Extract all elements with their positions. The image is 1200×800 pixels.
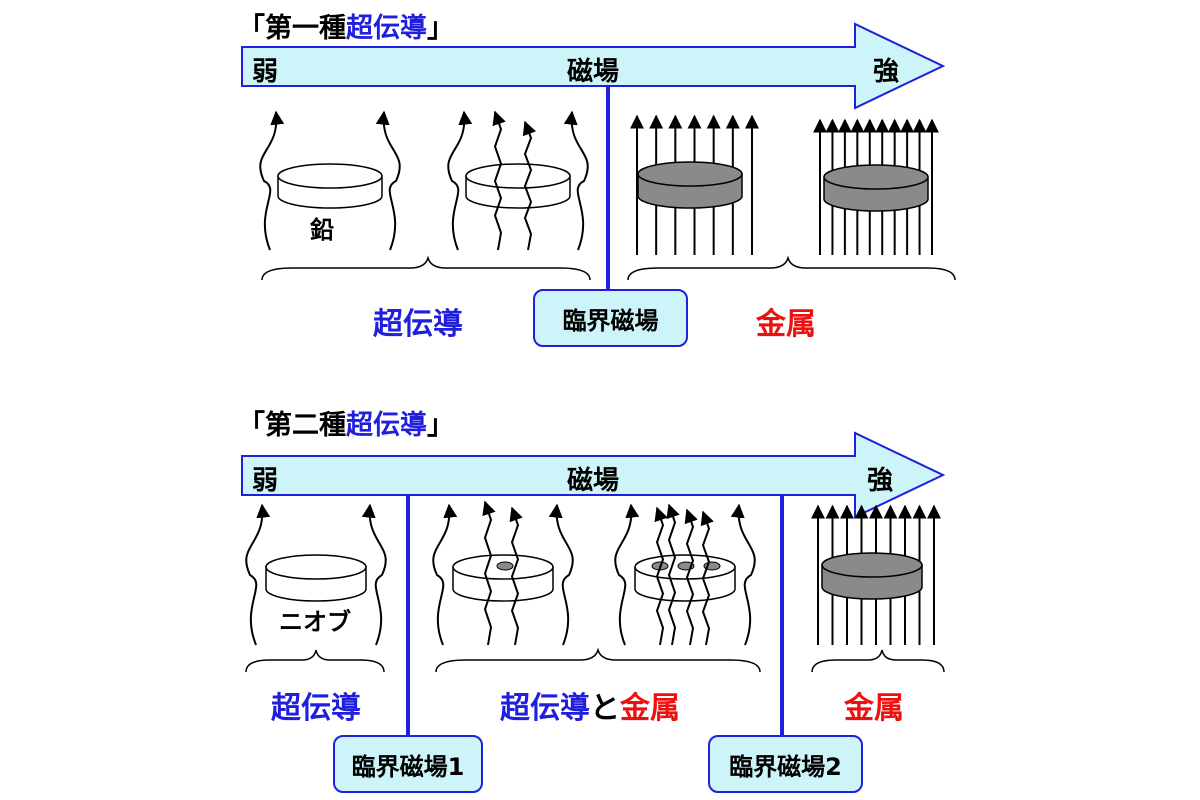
type1-title-highlight: 超伝導: [346, 13, 427, 44]
vortex-field-line: [492, 110, 506, 251]
type2-state-superconductor: 超伝導: [271, 691, 361, 726]
type1-sample-penetrating: [447, 110, 589, 251]
type1-critical-field-box: 臨界磁場: [533, 289, 688, 347]
type2-sample-meissner: [245, 503, 387, 646]
vortex-field-line: [700, 510, 714, 646]
type1-axis-field: 磁場: [567, 57, 620, 87]
type1-brace-superconductor: [261, 255, 591, 281]
field-line-right: [563, 110, 589, 251]
type1-axis-strong: 強: [873, 57, 900, 87]
type2-brace-metal: [811, 649, 945, 673]
vortex-field-line: [522, 120, 536, 251]
vortex-field-line: [684, 508, 698, 646]
field-line-left: [245, 503, 271, 646]
vortex-field-line: [654, 506, 668, 646]
type1-axis-weak: 弱: [252, 57, 279, 87]
type1-sample-label: 鉛: [310, 216, 334, 244]
field-line-left: [259, 110, 285, 251]
type2-title-open: 「第二種: [238, 410, 346, 441]
type1-title-close: 」: [427, 13, 454, 44]
disk-top: [265, 554, 367, 580]
type2-title: 「第二種超伝導」: [238, 403, 454, 442]
vortex-field-line: [666, 503, 680, 646]
type2-sample-mixed-one-vortex: [432, 500, 574, 646]
type2-mixed-and: と: [590, 691, 620, 726]
field-line-right: [730, 503, 756, 646]
type1-title: 「第一種超伝導」: [238, 6, 454, 45]
field-line-left: [432, 503, 458, 646]
field-line-left: [447, 110, 473, 251]
disk-top: [823, 164, 929, 190]
type2-mixed-metal: 金属: [620, 691, 680, 726]
type2-critical-field-1-box: 臨界磁場1: [333, 735, 483, 793]
type2-axis-weak: 弱: [252, 466, 279, 496]
type2-state-metal: 金属: [844, 691, 904, 726]
type1-field-arrow: [241, 22, 946, 110]
type1-sample-normal-b: [813, 118, 939, 255]
type1-title-open: 「第一種: [238, 13, 346, 44]
type2-title-highlight: 超伝導: [346, 410, 427, 441]
type2-sample-mixed-many-vortices: [614, 503, 756, 646]
type2-axis-strong: 強: [867, 466, 894, 496]
type2-sample-label: ニオブ: [279, 608, 351, 636]
disk-top: [637, 161, 743, 187]
type2-brace-superconductor: [245, 649, 385, 673]
type2-sample-normal: [811, 504, 941, 645]
type2-title-close: 」: [427, 410, 454, 441]
type2-mixed-superconductor: 超伝導: [500, 691, 590, 726]
vortex-core: [496, 561, 514, 571]
type1-state-metal: 金属: [756, 307, 816, 342]
type1-sample-meissner: [259, 110, 401, 251]
disk-top: [465, 163, 571, 189]
field-line-right: [361, 503, 387, 646]
type2-state-mixed: 超伝導と金属: [500, 683, 680, 727]
type1-state-superconductor: 超伝導: [373, 307, 463, 342]
type2-field-arrow: [241, 431, 946, 519]
disk-top: [821, 552, 923, 578]
type2-critical-field-2-box: 臨界磁場2: [708, 735, 863, 793]
disk-top: [277, 163, 383, 189]
field-line-right: [375, 110, 401, 251]
type1-brace-metal: [627, 255, 956, 281]
type1-sample-normal-a: [630, 114, 759, 255]
vortex-field-line: [509, 506, 523, 646]
vortex-field-line: [482, 500, 496, 646]
type2-brace-mixed: [435, 647, 761, 673]
field-line-right: [548, 503, 574, 646]
field-line-left: [614, 503, 640, 646]
type2-axis-field: 磁場: [567, 466, 620, 496]
